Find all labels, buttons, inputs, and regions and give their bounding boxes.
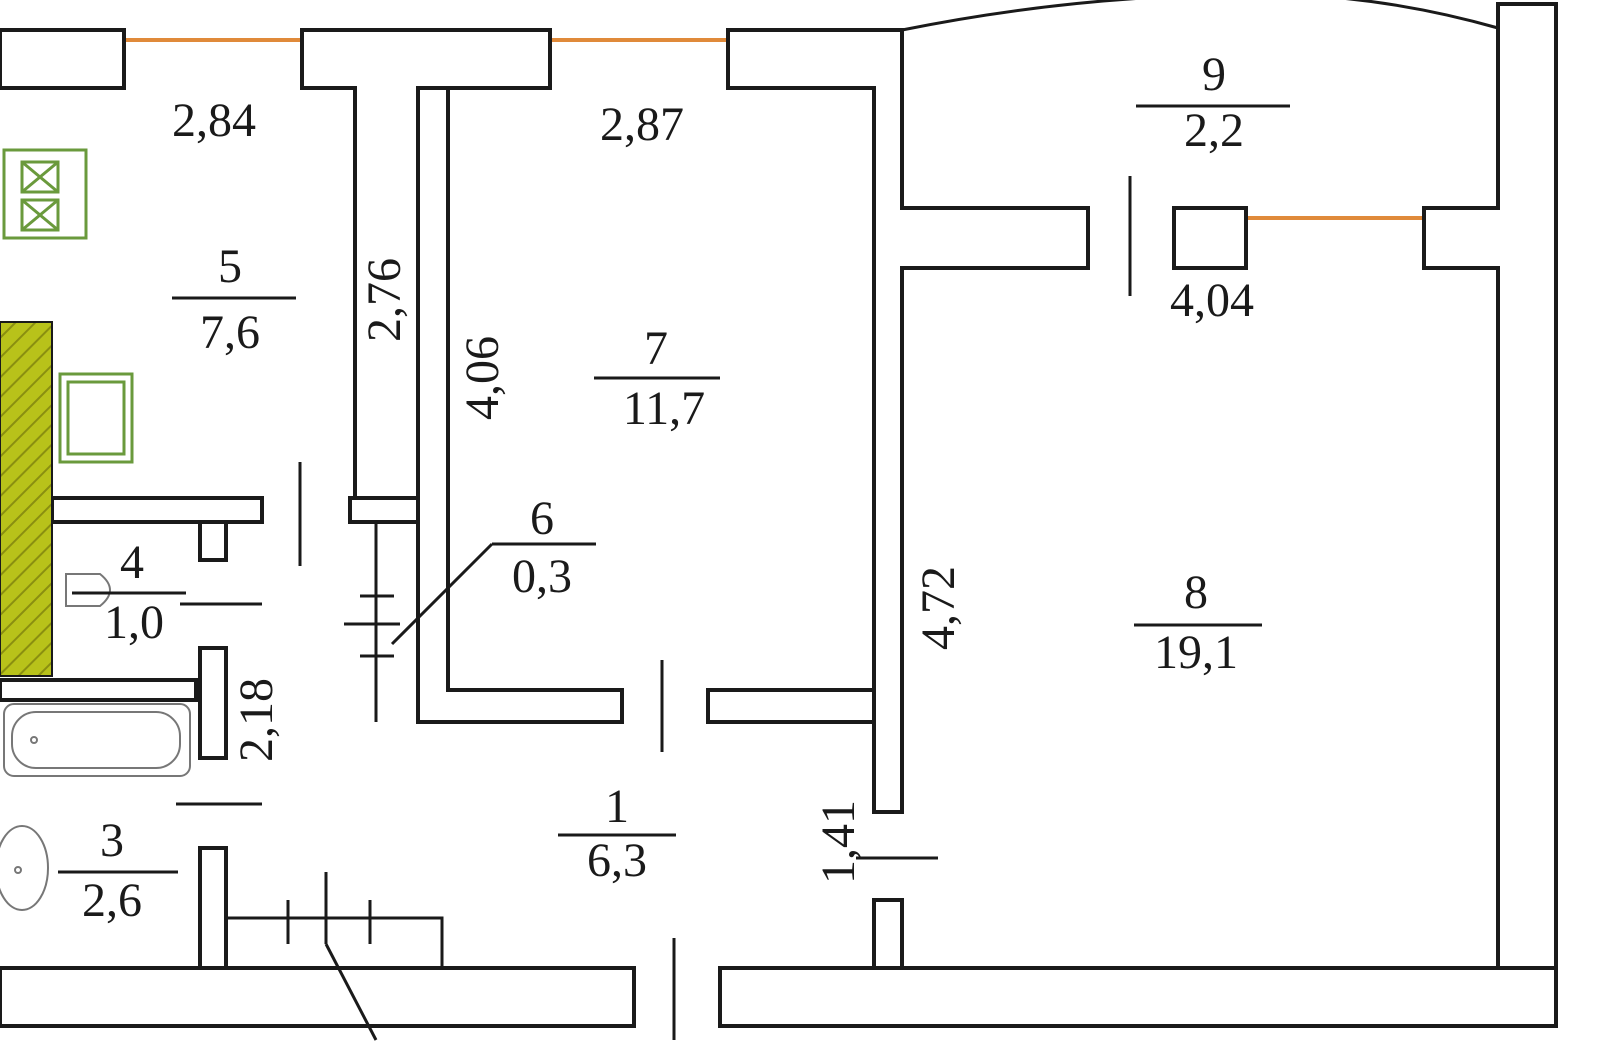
room-1-number: 1 [605,780,629,833]
dim-room7-width: 2,87 [600,98,684,151]
dim-kitchen-depth: 2,76 [358,258,411,342]
room-1-area: 6,3 [587,834,647,887]
hatched-block [0,321,53,677]
room-labels: 1 6,3 3 2,6 4 1,0 5 7,6 6 0,3 7 11,7 8 1… [82,48,1244,927]
dim-room8-width: 4,04 [1170,274,1254,327]
room-4-number: 4 [120,536,144,589]
bathtub-icon [3,703,191,777]
kitchen-furniture [0,148,134,677]
room-3-area: 2,6 [82,874,142,927]
sink-icon [58,372,134,464]
room-9-area: 2,2 [1184,104,1244,157]
room-7-area: 11,7 [623,382,705,435]
stove-icon [2,148,88,240]
door-marks [176,176,1132,1041]
room-4-area: 1,0 [104,596,164,649]
dim-room8-depth: 4,72 [912,566,965,650]
dim-room7-depth: 4,06 [456,336,509,420]
room-6-number: 6 [530,492,554,545]
dimension-labels: 2,84 2,87 2,76 4,06 4,04 4,72 2,18 1,41 [172,94,1254,884]
room-5-number: 5 [218,240,242,293]
windows [126,38,1422,220]
room-5-area: 7,6 [200,306,260,359]
dim-corridor-door: 1,41 [812,800,865,884]
room-8-number: 8 [1184,566,1208,619]
fraction-lines [58,104,1290,874]
room-7-number: 7 [644,322,668,375]
room-9-number: 9 [1202,48,1226,101]
outer-walls [0,0,1558,1028]
dim-corridor-depth: 2,18 [230,678,283,762]
dim-kitchen-width: 2,84 [172,94,256,147]
room-8-area: 19,1 [1154,626,1238,679]
bathroom-fixtures [0,573,191,911]
room-3-number: 3 [100,814,124,867]
room-6-area: 0,3 [512,550,572,603]
washbasin-icon [0,825,49,911]
